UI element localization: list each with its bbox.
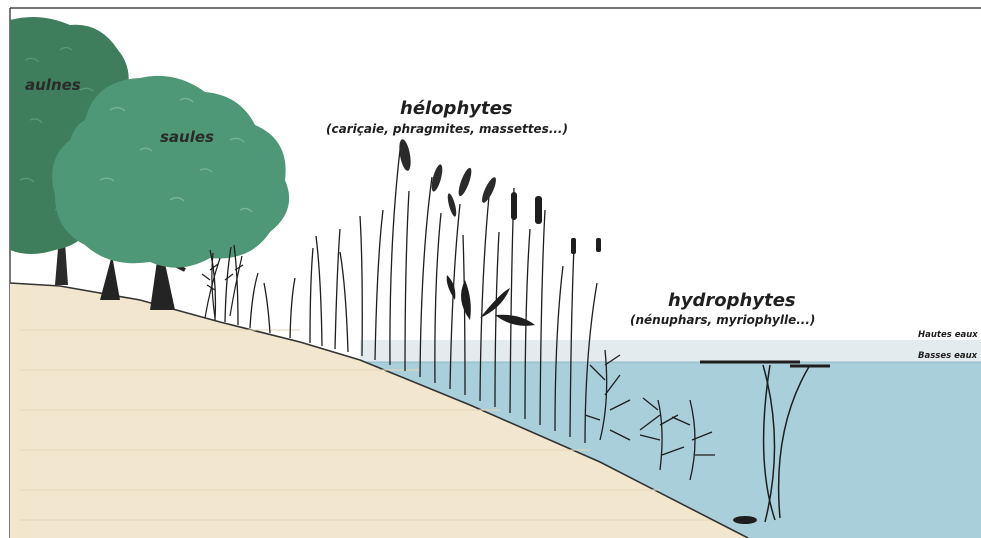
helophytes-title: hélophytes [400,98,513,119]
aulnes-label: aulnes [25,76,81,94]
helophytes-subtitle: (cariçaie, phragmites, massettes...) [326,122,568,136]
hydrophytes-title: hydrophytes [668,290,796,311]
high-water-label: Hautes eaux [918,330,978,340]
high-water-band [360,340,981,362]
saules-label: saules [160,128,214,146]
low-water-label: Basses eaux [918,351,977,361]
hydrophytes-subtitle: (nénuphars, myriophylle...) [630,313,815,327]
